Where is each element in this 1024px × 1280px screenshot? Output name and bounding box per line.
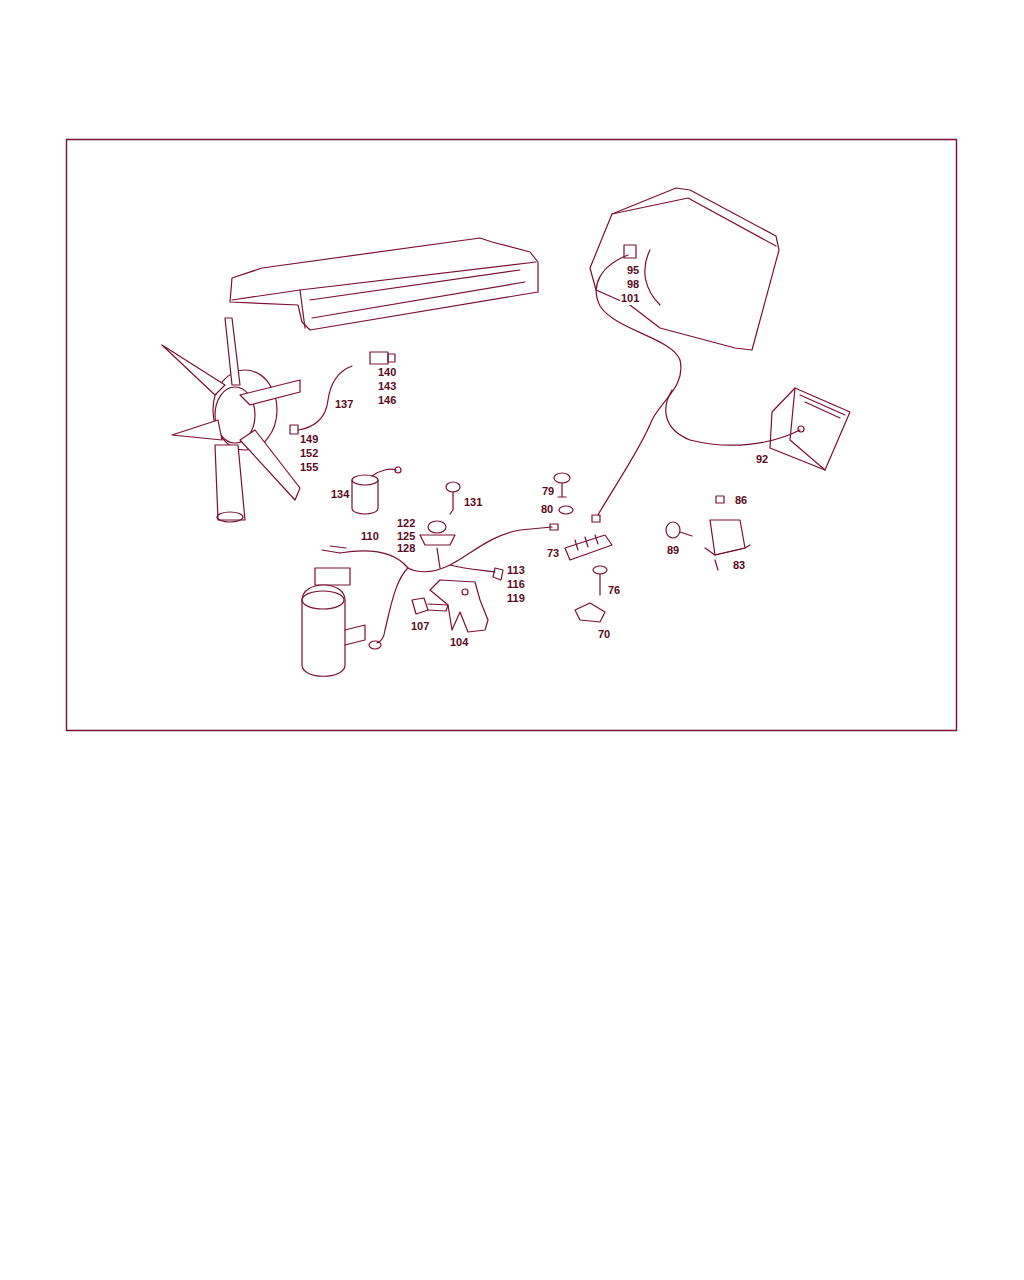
callout-number: 95 bbox=[626, 264, 640, 277]
callout-number: 137 bbox=[334, 398, 354, 411]
frame bbox=[67, 140, 957, 731]
callout-number: 131 bbox=[463, 496, 483, 509]
callout-number: 89 bbox=[666, 544, 680, 557]
callout-number: 101 bbox=[620, 292, 640, 305]
callout-number: 79 bbox=[541, 485, 555, 498]
callout-number: 149 bbox=[299, 433, 319, 446]
callout-number: 134 bbox=[330, 488, 350, 501]
callout-number: 70 bbox=[597, 628, 611, 641]
callout-number: 155 bbox=[299, 461, 319, 474]
callout-number: 110 bbox=[360, 530, 380, 543]
callout-number: 143 bbox=[377, 380, 397, 393]
callout-number: 80 bbox=[540, 503, 554, 516]
callout-number: 76 bbox=[607, 584, 621, 597]
callout-number: 86 bbox=[734, 494, 748, 507]
callout-number: 152 bbox=[299, 447, 319, 460]
callout-number: 128 bbox=[396, 542, 416, 555]
callout-number: 116 bbox=[506, 578, 526, 591]
callout-number: 140 bbox=[377, 366, 397, 379]
callout-number: 104 bbox=[449, 636, 469, 649]
callout-number: 122 bbox=[396, 517, 416, 530]
callout-number: 98 bbox=[626, 278, 640, 291]
callout-number: 107 bbox=[410, 620, 430, 633]
callout-number: 113 bbox=[506, 564, 526, 577]
callout-number: 92 bbox=[755, 453, 769, 466]
callout-number: 146 bbox=[377, 394, 397, 407]
callout-number: 73 bbox=[546, 547, 560, 560]
callout-number: 83 bbox=[732, 559, 746, 572]
callout-number: 119 bbox=[506, 592, 526, 605]
